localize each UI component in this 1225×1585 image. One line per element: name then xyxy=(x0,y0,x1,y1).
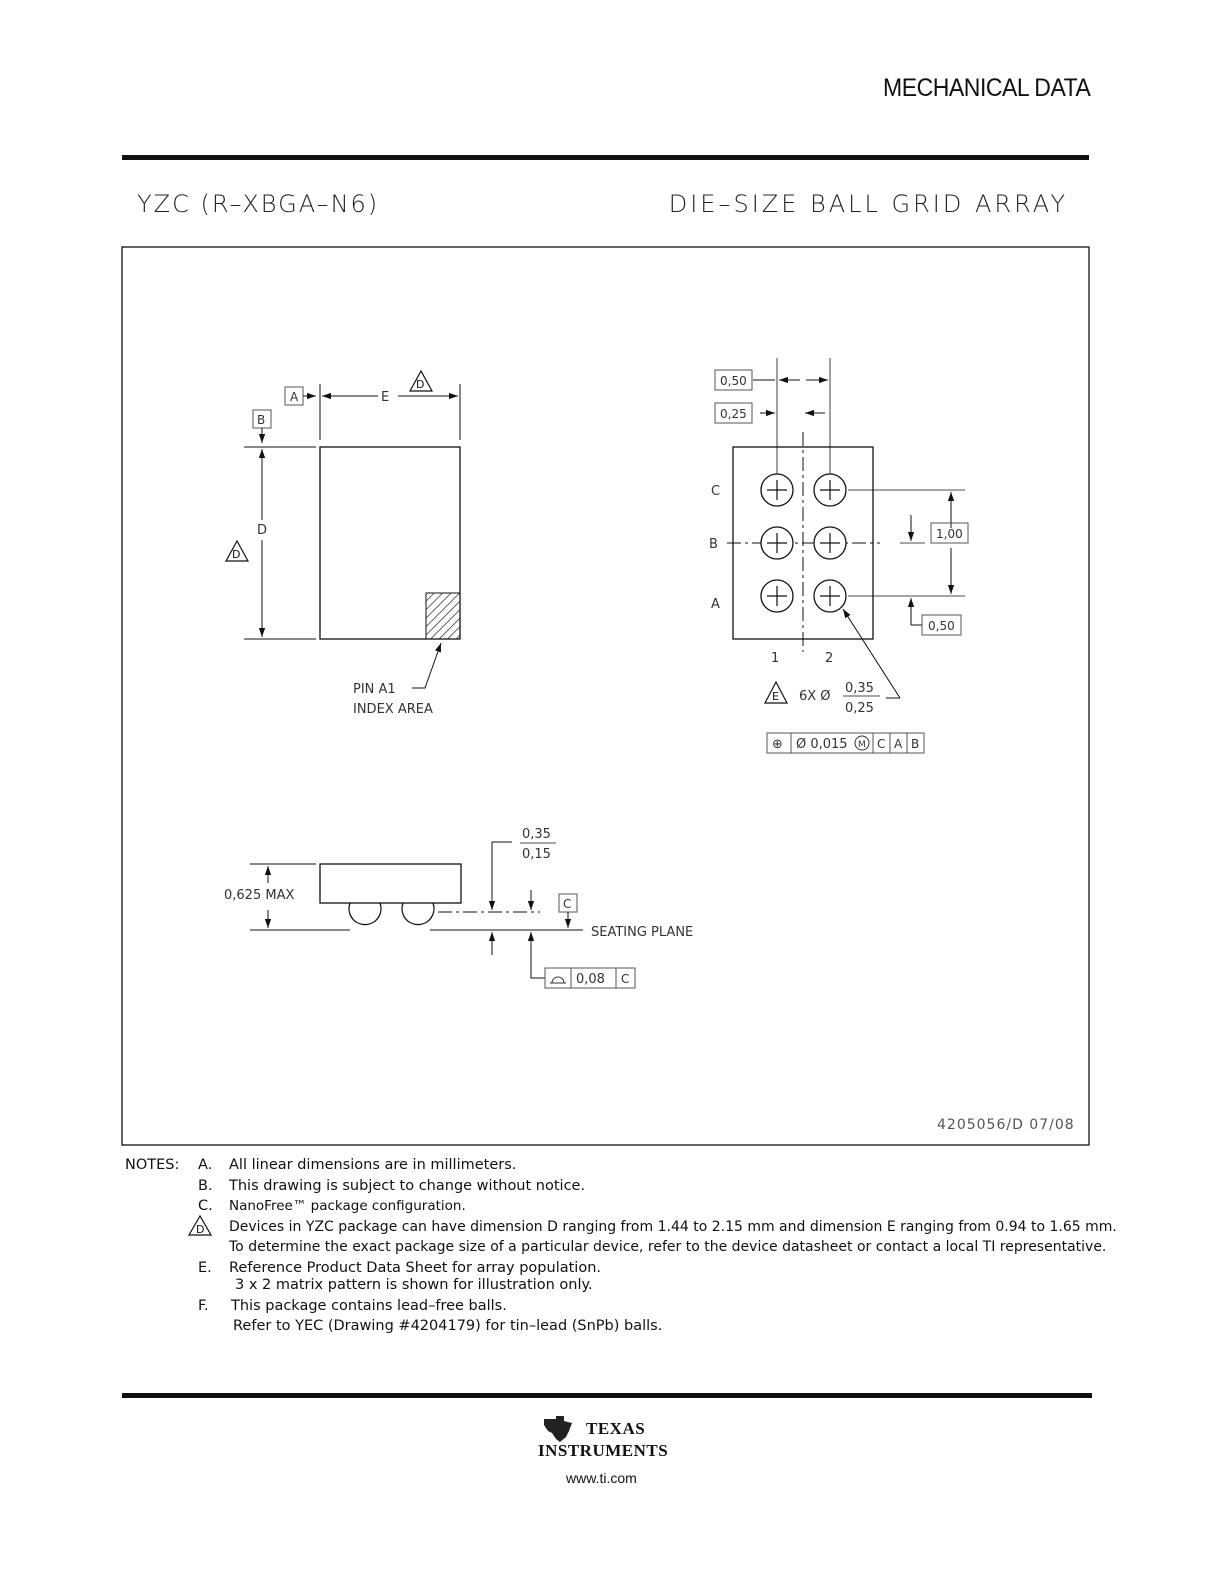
note-c-letter: C. xyxy=(198,1198,213,1214)
ball-dia-min: 0,25 xyxy=(845,701,874,716)
pin-a1-index-area xyxy=(425,592,461,640)
datum-c-box: C xyxy=(563,897,571,911)
package-body-side xyxy=(319,863,462,904)
offset-050b-box: 0,50 xyxy=(928,619,955,633)
coplanarity-datum: C xyxy=(621,972,629,986)
package-type: DIE–SIZE BALL GRID ARRAY xyxy=(668,190,1068,218)
note-d-flag-letter: D xyxy=(416,378,424,391)
note-e-flag-icon xyxy=(764,680,788,704)
note-f-letter: F. xyxy=(198,1297,209,1314)
row-label-b: B xyxy=(709,537,718,552)
top-view: E A D D B D PIN A1 INDEX AREA xyxy=(224,369,461,717)
note-d-flag-letter-2: D xyxy=(232,548,240,561)
dim-d-label: D xyxy=(257,523,267,538)
coplanarity-tolerance: 0,08 xyxy=(576,972,605,987)
fcf-datum-b: B xyxy=(911,737,919,751)
note-f-text: This package contains lead–free balls. xyxy=(231,1297,507,1314)
ti-brand-line1: TEXAS xyxy=(586,1419,646,1438)
pitch-100-box: 1,00 xyxy=(936,527,963,541)
note-e-text: Reference Product Data Sheet for array p… xyxy=(229,1259,601,1276)
note-d-text-2: To determine the exact package size of a… xyxy=(229,1239,1107,1255)
drawing-frame xyxy=(121,246,1090,1146)
note-d-flag-icon-2 xyxy=(224,539,250,562)
ball-side-1 xyxy=(348,902,382,926)
fcf-tolerance: Ø 0,015 xyxy=(796,737,848,752)
pitch-050-box: 0,50 xyxy=(720,374,747,388)
bottom-rule xyxy=(122,1393,1092,1398)
note-e-text-2: 3 x 2 matrix pattern is shown for illust… xyxy=(235,1277,593,1293)
seating-plane-label: SEATING PLANE xyxy=(591,925,693,940)
note-e-flag-letter: E xyxy=(772,690,779,703)
standoff-max: 0,35 xyxy=(522,827,551,842)
standoff-min: 0,15 xyxy=(522,847,551,862)
note-b-letter: B. xyxy=(198,1177,213,1194)
ti-brand-line2: INSTRUMENTS xyxy=(538,1441,669,1460)
fcf-datum-a: A xyxy=(894,737,903,751)
notes-lead: NOTES: xyxy=(125,1157,180,1173)
note-b-text: This drawing is subject to change withou… xyxy=(229,1177,586,1194)
footer-url: www.ti.com xyxy=(566,1470,637,1486)
pin-a1-label-line1: PIN A1 xyxy=(353,682,396,697)
page-header-title: MECHANICAL DATA xyxy=(882,74,1091,102)
note-d-text: Devices in YZC package can have dimensio… xyxy=(229,1218,1117,1235)
offset-025-box: 0,25 xyxy=(720,407,747,421)
ball-dia-max: 0,35 xyxy=(845,681,874,696)
note-d-triangle-icon: D xyxy=(188,1214,212,1236)
row-label-a: A xyxy=(711,597,720,612)
coplanarity-frame xyxy=(544,967,636,989)
note-a-letter: A. xyxy=(198,1157,213,1173)
height-max-label: 0,625 MAX xyxy=(224,888,294,903)
note-e-letter: E. xyxy=(198,1259,212,1276)
col-label-1: 1 xyxy=(771,651,779,666)
ti-logo: TEXAS INSTRUMENTS xyxy=(538,1415,688,1475)
fcf-mmc-modifier: M xyxy=(858,740,866,750)
ti-state-icon xyxy=(544,1416,572,1442)
top-rule xyxy=(122,155,1089,160)
fcf-datum-c: C xyxy=(877,737,885,751)
ball-count-label: 6X Ø xyxy=(799,689,831,704)
note-c-text: NanoFree™ package configuration. xyxy=(229,1198,466,1214)
pin-a1-label-line2: INDEX AREA xyxy=(353,702,433,717)
datum-b-box: B xyxy=(257,413,265,427)
package-code: YZC (R–XBGA–N6) xyxy=(137,190,380,218)
coplanarity-symbol-icon xyxy=(550,976,566,984)
datum-a-box: A xyxy=(290,390,299,404)
note-d-letter: D xyxy=(196,1223,204,1236)
col-label-2: 2 xyxy=(825,651,833,666)
drawing-number: 4205056/D 07/08 xyxy=(937,1117,1075,1133)
position-symbol-icon: ⊕ xyxy=(772,737,783,752)
dim-e-label: E xyxy=(381,390,389,405)
row-label-c: C xyxy=(711,484,720,499)
bottom-view: 0,50 0,25 C B A 1 2 1,00 0,50 E 6X Ø 0,3… xyxy=(709,358,969,754)
side-view: 0,625 MAX 0,35 0,15 C SEATING PLANE 0,08… xyxy=(224,827,693,989)
package-body-top xyxy=(319,446,461,640)
note-d-flag-icon xyxy=(408,369,434,392)
ball-side-2 xyxy=(401,902,435,926)
position-tolerance-frame xyxy=(766,732,925,754)
note-a-text: All linear dimensions are in millimeters… xyxy=(229,1157,517,1173)
note-f-text-2: Refer to YEC (Drawing #4204179) for tin–… xyxy=(233,1318,663,1334)
